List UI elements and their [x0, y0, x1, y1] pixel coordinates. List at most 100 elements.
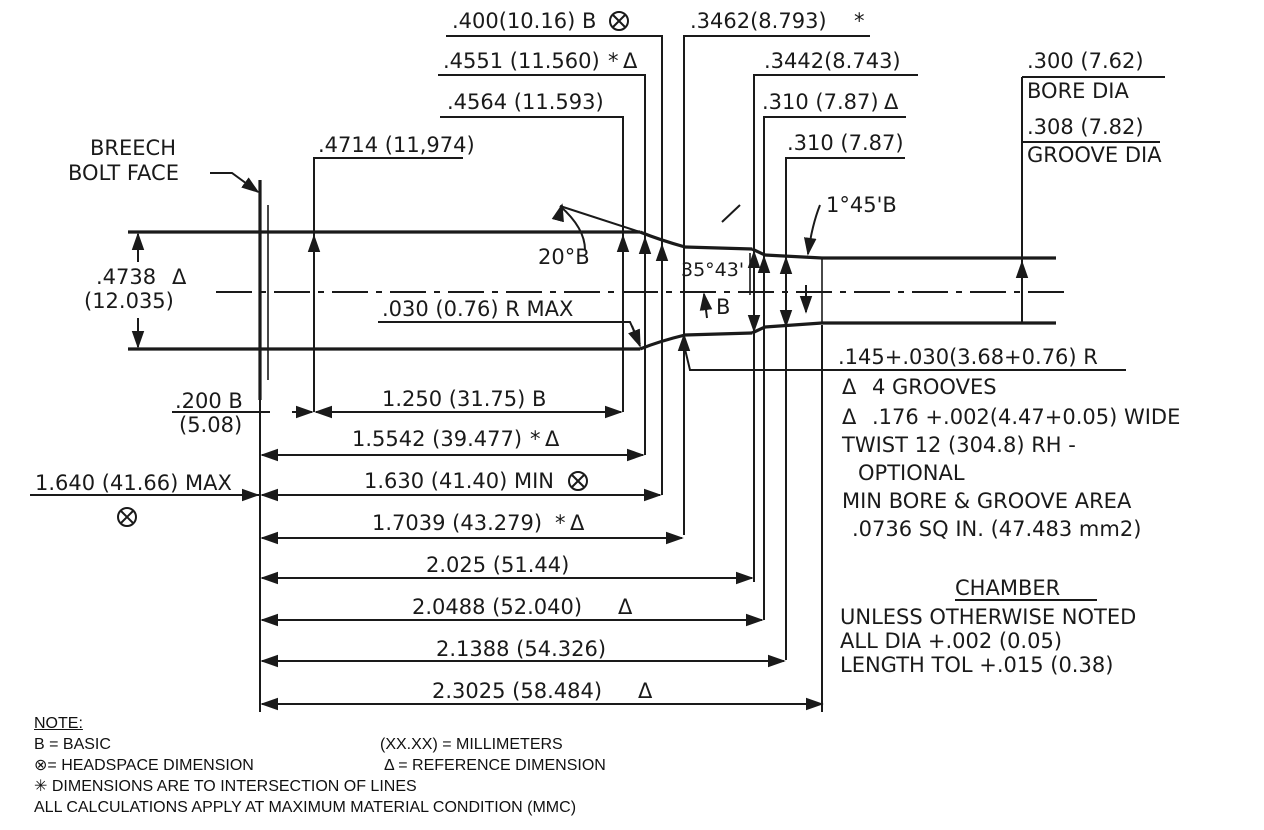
len-15542-label: 1.5542 (39.477): [352, 427, 522, 451]
angle-20-label: 20°B: [538, 245, 590, 269]
optional-text: OPTIONAL: [858, 461, 965, 485]
note-headspace: = HEADSPACE DIMENSION: [47, 757, 254, 774]
dim-200-mm-label: (5.08): [179, 413, 242, 437]
len-2025-label: 2.025 (51.44): [426, 553, 569, 577]
throat-tick: [721, 204, 741, 223]
dim-3462-leader: [683, 35, 870, 535]
dim-310b-leader: [785, 157, 905, 660]
delta-icon: Δ: [638, 679, 653, 703]
len-17039-label: 1.7039 (43.279): [372, 511, 542, 535]
dim-4738-label: .4738: [96, 265, 156, 289]
angle-145-leader: [803, 204, 821, 256]
angle-145-label: 1°45'B: [826, 193, 897, 217]
drawing-canvas: BREECH BOLT FACE .400(10.16) B .3462(8.7…: [30, 9, 1180, 712]
diameter-arrows: [616, 234, 813, 333]
dim-200-label: .200 B: [175, 389, 243, 413]
radius-145-label: .145+.030(3.68+0.76) R: [838, 345, 1098, 369]
notes-title: NOTE:: [34, 715, 83, 732]
grooves-text: 4 GROOVES: [872, 375, 997, 399]
delta-icon: Δ: [172, 265, 187, 289]
profile-bottom-leade: [764, 321, 823, 329]
len-1630-label: 1.630 (41.40) MIN: [364, 469, 554, 493]
dim-4714-leader: [313, 157, 463, 412]
headspace-icon: ⊗: [34, 757, 48, 774]
chamber-tolerance: CHAMBER UNLESS OTHERWISE NOTED ALL DIA +…: [840, 576, 1136, 677]
twist-text: TWIST 12 (304.8) RH -: [841, 433, 1076, 457]
dim-4564-label: .4564 (11.593): [447, 90, 604, 114]
dim-3442-label: .3442(8.743): [764, 49, 901, 73]
angle-20: 20°B: [538, 203, 641, 269]
delta-icon: Δ: [623, 49, 638, 73]
len-1640-label: 1.640 (41.66) MAX: [35, 471, 232, 495]
dim-3442-leader: [753, 74, 918, 582]
dim-300-label: .300 (7.62): [1027, 49, 1144, 73]
radius-030-leader: [378, 321, 641, 345]
bolt-face-leader: [210, 172, 260, 194]
unless-text: UNLESS OTHERWISE NOTED: [840, 605, 1136, 629]
radius-030: .030 (0.76) R MAX: [378, 297, 641, 348]
bolt-face-text: BOLT FACE: [68, 161, 179, 185]
groove-width-text: .176 +.002(4.47+0.05) WIDE: [872, 405, 1180, 429]
area-value-text: .0736 SQ IN. (47.483 mm2): [852, 517, 1141, 541]
headspace-icon: [609, 11, 629, 31]
dim-310a-label: .310 (7.87): [762, 90, 879, 114]
len-20488-label: 2.0488 (52.040): [412, 595, 582, 619]
body-diameter-dim: .4738 Δ (12.035): [84, 232, 187, 349]
dim-400-leader: [446, 35, 663, 495]
angle-3543: 35°43' B: [681, 253, 751, 319]
profile-top-leade: [764, 253, 823, 260]
breech-text: BREECH: [90, 136, 176, 160]
radius-030-label: .030 (0.76) R MAX: [382, 297, 573, 321]
radius-145-leader: [683, 344, 1126, 371]
notes-legend: NOTE: B = BASIC (XX.XX) = MILLIMETERS ⊗=…: [34, 713, 734, 818]
headspace-icon: [568, 471, 588, 491]
note-mm: (XX.XX) = MILLIMETERS: [380, 736, 563, 753]
asterisk-icon: *: [608, 49, 619, 73]
groove-dia-text: GROOVE DIA: [1027, 143, 1162, 167]
top-callouts: .400(10.16) B .3462(8.793) * .4551 (11.5…: [307, 9, 1165, 660]
delta-icon: Δ: [570, 511, 585, 535]
dim-4551-leader: [438, 74, 646, 455]
delta-icon: Δ: [384, 757, 399, 774]
note-reference: = REFERENCE DIMENSION: [398, 757, 606, 774]
dim-310a-leader: [763, 116, 906, 620]
chamber-profile: [128, 180, 1070, 400]
profile-top-neck: [684, 245, 753, 251]
asterisk-icon: ✳: [34, 778, 52, 795]
note-mmc: ALL CALCULATIONS APPLY AT MAXIMUM MATERI…: [34, 799, 577, 816]
length-tol-text: LENGTH TOL +.015 (0.38): [840, 653, 1113, 677]
len-23025-label: 2.3025 (58.484): [432, 679, 602, 703]
asterisk-icon: *: [854, 9, 865, 33]
angle-3543-label: 35°43': [681, 259, 744, 281]
note-basic: B = BASIC: [34, 736, 111, 753]
dim-3462-label: .3462(8.793): [690, 9, 827, 33]
delta-icon: Δ: [884, 90, 899, 114]
delta-icon: Δ: [545, 427, 560, 451]
dim-4551-label: .4551 (11.560): [443, 49, 600, 73]
min-area-text: MIN BORE & GROOVE AREA: [842, 489, 1132, 513]
note-intersection: DIMENSIONS ARE TO INTERSECTION OF LINES: [51, 778, 417, 795]
profile-bottom-neck: [684, 331, 753, 337]
dim-308-label: .308 (7.82): [1027, 115, 1144, 139]
dim-4564-leader: [440, 116, 624, 412]
dim-400-label: .400(10.16) B: [452, 9, 596, 33]
delta-icon: Δ: [842, 405, 857, 429]
asterisk-icon: *: [555, 511, 566, 535]
right-notes: .145+.030(3.68+0.76) R Δ 4 GROOVES Δ .17…: [677, 333, 1180, 541]
dim-310b-label: .310 (7.87): [787, 131, 904, 155]
dim-4738-mm-label: (12.035): [84, 289, 174, 313]
delta-icon: Δ: [618, 595, 633, 619]
len-21388-label: 2.1388 (54.326): [436, 637, 606, 661]
all-dia-text: ALL DIA +.002 (0.05): [840, 629, 1062, 653]
chamber-title: CHAMBER: [955, 576, 1060, 600]
len-1250-label: 1.250 (31.75) B: [382, 387, 546, 411]
headspace-icon: [117, 507, 137, 527]
length-dims: .200 B (5.08) 1.250 (31.75) B 1.5542 (39…: [30, 325, 824, 712]
bore-dia-text: BORE DIA: [1027, 79, 1129, 103]
angle-20-ext: [559, 205, 641, 233]
basic-b-label: B: [716, 295, 730, 319]
breech-label: BREECH BOLT FACE: [68, 136, 260, 194]
angle-20-arc: [559, 205, 586, 251]
asterisk-icon: *: [530, 427, 541, 451]
